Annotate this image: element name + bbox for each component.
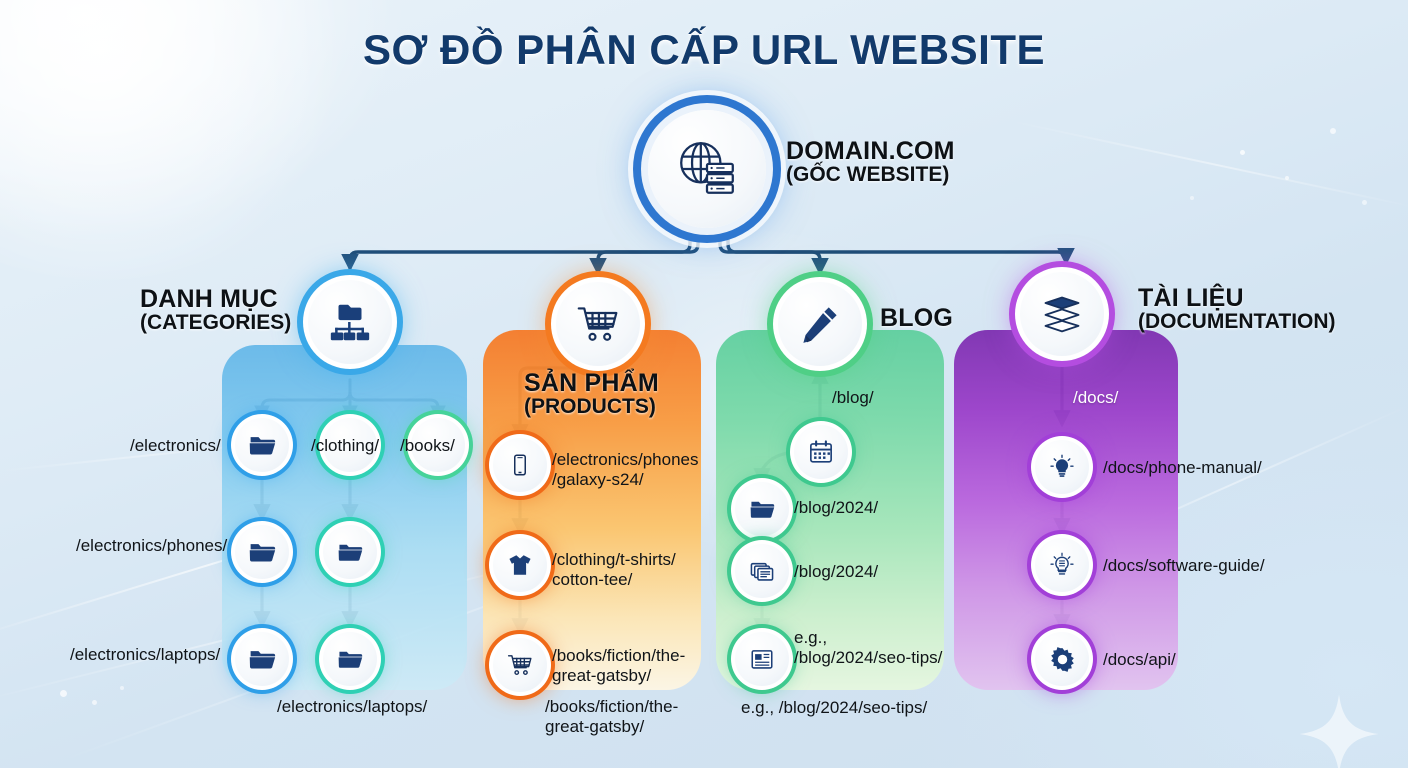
background-dot [92, 700, 97, 705]
label-blog-seo-tips: e.g., /blog/2024/seo-tips/ [794, 628, 943, 668]
label-electronics-phones: /electronics/phones/ [76, 536, 228, 555]
label-blog-2024-folder: /blog/2024/ [794, 498, 879, 517]
branch-title-blog: BLOG [880, 304, 954, 332]
folder-icon [323, 525, 377, 579]
root-label: DOMAIN.COM (GỐC WEBSITE) [786, 138, 955, 186]
branch-title-vi: TÀI LIỆU [1138, 284, 1244, 312]
footer-label-categories: /electronics/laptops/ [277, 697, 428, 716]
label-clothing: /clothing/ [311, 436, 380, 455]
lightbulb-gear-icon [1035, 538, 1089, 592]
footer-label-blog: e.g., /blog/2024/seo-tips/ [741, 698, 928, 717]
background-dot [1240, 150, 1245, 155]
label-electronics-laptops: /electronics/laptops/ [70, 645, 221, 664]
branch-title-categories: DANH MỤC (CATEGORIES) [140, 286, 291, 334]
globe-server-icon [648, 110, 766, 228]
folder-icon [235, 525, 289, 579]
lightbulb-icon [1035, 440, 1089, 494]
folder-icon [411, 418, 465, 472]
branch-title-en: (CATEGORIES) [140, 311, 292, 335]
node-clothing-child[interactable] [323, 525, 377, 579]
label-product-book: /books/fiction/the- great-gatsby/ [552, 646, 686, 686]
edge-label-docs: /docs/ [1073, 388, 1119, 407]
panel-products [483, 330, 701, 690]
branch-title-vi: DANH MỤC [140, 285, 278, 313]
branch-title-products: SẢN PHẨM (PRODUCTS) [524, 370, 659, 418]
node-blog-2024-folder[interactable] [735, 482, 789, 536]
shopping-cart-icon [493, 638, 547, 692]
panel-documentation [954, 330, 1178, 690]
node-docs-api[interactable] [1035, 632, 1089, 686]
label-docs-phone-manual: /docs/phone-manual/ [1103, 458, 1262, 477]
folder-icon [735, 482, 789, 536]
node-electronics-phones[interactable] [235, 525, 289, 579]
background-streak [1009, 120, 1408, 209]
label-docs-software-guide: /docs/software-guide/ [1103, 556, 1265, 575]
label-blog-2024-article: /blog/2024/ [794, 562, 879, 581]
node-branch-documentation[interactable] [1020, 272, 1104, 356]
label-books: /books/ [400, 436, 455, 455]
branch-title-en: (PRODUCTS) [524, 395, 656, 419]
shopping-cart-icon [556, 282, 640, 366]
node-branch-products[interactable] [556, 282, 640, 366]
article-icon [735, 544, 789, 598]
branch-title-vi: BLOG [880, 304, 954, 332]
branch-title-documentation: TÀI LIỆU (DOCUMENTATION) [1138, 285, 1336, 333]
background-dot [1362, 200, 1367, 205]
node-clothing-grandchild[interactable] [323, 632, 377, 686]
label-electronics: /electronics/ [130, 436, 221, 455]
tshirt-icon [493, 538, 547, 592]
sparkle-icon [1296, 688, 1382, 768]
node-product-book[interactable] [493, 638, 547, 692]
label-docs-api: /docs/api/ [1103, 650, 1176, 669]
node-docs-software-guide[interactable] [1035, 538, 1089, 592]
label-product-phone: /electronics/phones /galaxy-s24/ [552, 450, 699, 490]
background-dot [1285, 176, 1289, 180]
node-blog-2024-article[interactable] [735, 544, 789, 598]
node-branch-categories[interactable] [308, 280, 392, 364]
folder-icon [323, 632, 377, 686]
folder-icon [235, 418, 289, 472]
node-clothing[interactable] [323, 418, 377, 472]
node-docs-phone-manual[interactable] [1035, 440, 1089, 494]
node-branch-blog[interactable] [778, 282, 862, 366]
background-dot [1330, 128, 1336, 134]
gear-icon [1035, 632, 1089, 686]
node-electronics-laptops[interactable] [235, 632, 289, 686]
background-dot [1190, 196, 1194, 200]
sitemap-folder-icon [308, 280, 392, 364]
branch-title-en: (DOCUMENTATION) [1138, 310, 1336, 334]
books-icon [1020, 272, 1104, 356]
smartphone-icon [493, 438, 547, 492]
node-electronics[interactable] [235, 418, 289, 472]
folder-icon [323, 418, 377, 472]
node-blog-seo-tips[interactable] [735, 632, 789, 686]
branch-title-vi: SẢN PHẨM [524, 369, 659, 397]
calendar-icon [794, 425, 848, 479]
node-blog-calendar[interactable] [794, 425, 848, 479]
background-dot [120, 686, 124, 690]
page-title: SƠ ĐỒ PHÂN CẤP URL WEBSITE [362, 26, 1045, 73]
footer-label-products: /books/fiction/the- great-gatsby/ [545, 697, 679, 737]
node-product-phone[interactable] [493, 438, 547, 492]
label-product-tshirt: /clothing/t-shirts/ cotton-tee/ [552, 550, 676, 590]
node-root-domain[interactable] [648, 110, 766, 228]
root-label-line1: DOMAIN.COM [786, 137, 955, 165]
newspaper-icon [735, 632, 789, 686]
root-label-line2: (GỐC WEBSITE) [786, 163, 950, 187]
folder-icon [235, 632, 289, 686]
node-product-tshirt[interactable] [493, 538, 547, 592]
edge-label-blog: /blog/ [832, 388, 874, 407]
node-books[interactable] [411, 418, 465, 472]
pen-icon [778, 282, 862, 366]
background-dot [60, 690, 67, 697]
